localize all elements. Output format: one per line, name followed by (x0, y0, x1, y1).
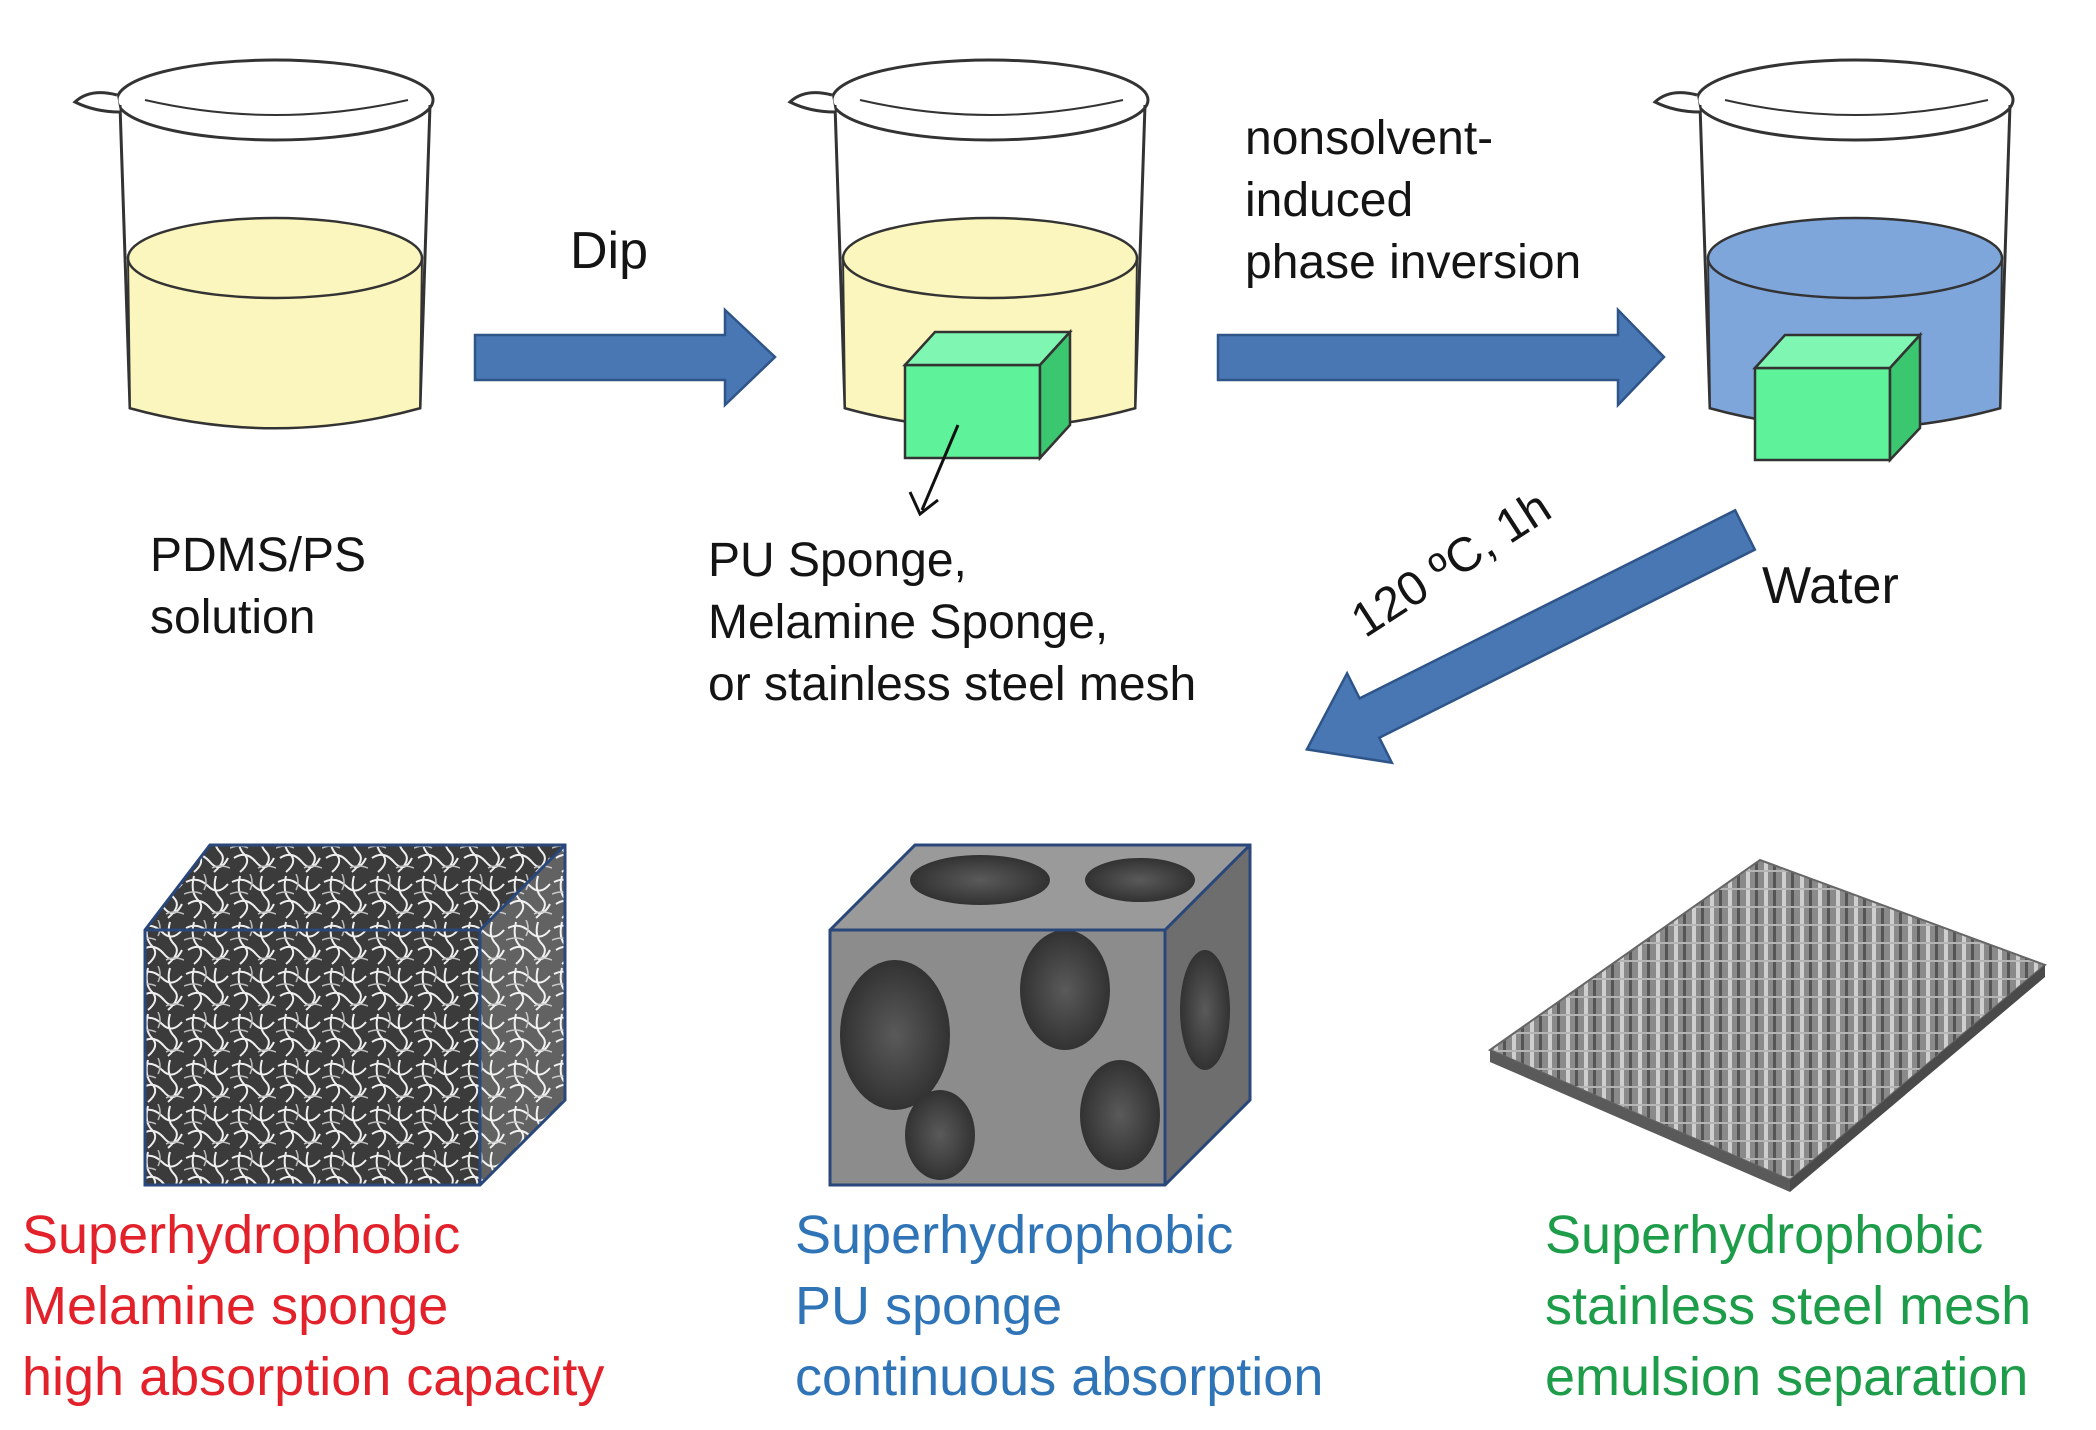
pu-result-label: Superhydrophobic PU sponge continuous ab… (795, 1200, 1323, 1413)
beaker2-label-line: PU Sponge, (708, 534, 967, 587)
melamine-result-line: Superhydrophobic (22, 1205, 461, 1265)
pu-result-line: continuous absorption (795, 1347, 1324, 1407)
mesh-result-line: stainless steel mesh (1545, 1276, 2032, 1336)
melamine-result-label: Superhydrophobic Melamine sponge high ab… (22, 1200, 604, 1413)
beaker1-label: PDMS/PS solution (150, 525, 366, 649)
arrow-right-icon (473, 307, 777, 408)
melamine-result-line: high absorption capacity (22, 1347, 605, 1407)
arrow-right-icon (1216, 306, 1666, 409)
beaker-icon (72, 58, 435, 430)
beaker2-label: PU Sponge, Melamine Sponge, or stainless… (708, 530, 1196, 716)
water-label: Water (1762, 557, 1899, 615)
arrow-diagonal-icon (1304, 508, 1757, 765)
sem-cube-icon (143, 843, 567, 1187)
pointer-arrow-icon (920, 424, 960, 511)
mesh-result-line: emulsion separation (1545, 1347, 2029, 1407)
steel-mesh-icon (1487, 858, 2047, 1192)
melamine-result-line: Melamine sponge (22, 1276, 449, 1336)
beaker-icon (787, 58, 1150, 517)
phase-inversion-label-line: nonsolvent- (1245, 112, 1494, 165)
phase-inversion-label-line: phase inversion (1245, 236, 1582, 289)
cube-sponge-icon (902, 328, 1073, 462)
beaker2-label-line: Melamine Sponge, (708, 596, 1109, 649)
beaker-icon (1652, 58, 2015, 464)
mesh-result-line: Superhydrophobic (1545, 1205, 1984, 1265)
phase-inversion-label-line: induced (1245, 174, 1414, 227)
phase-inversion-label: nonsolvent- induced phase inversion (1245, 108, 1581, 294)
beaker2-label-line: or stainless steel mesh (708, 658, 1197, 711)
cube-sponge-icon (1752, 331, 1923, 464)
mesh-result-label: Superhydrophobic stainless steel mesh em… (1545, 1200, 2031, 1413)
sem-cube-icon (828, 843, 1252, 1187)
pu-result-line: Superhydrophobic (795, 1205, 1234, 1265)
dip-label: Dip (570, 222, 649, 280)
pu-result-line: PU sponge (795, 1276, 1063, 1336)
beaker1-label-line: PDMS/PS (150, 529, 367, 582)
beaker1-label-line: solution (150, 591, 316, 644)
